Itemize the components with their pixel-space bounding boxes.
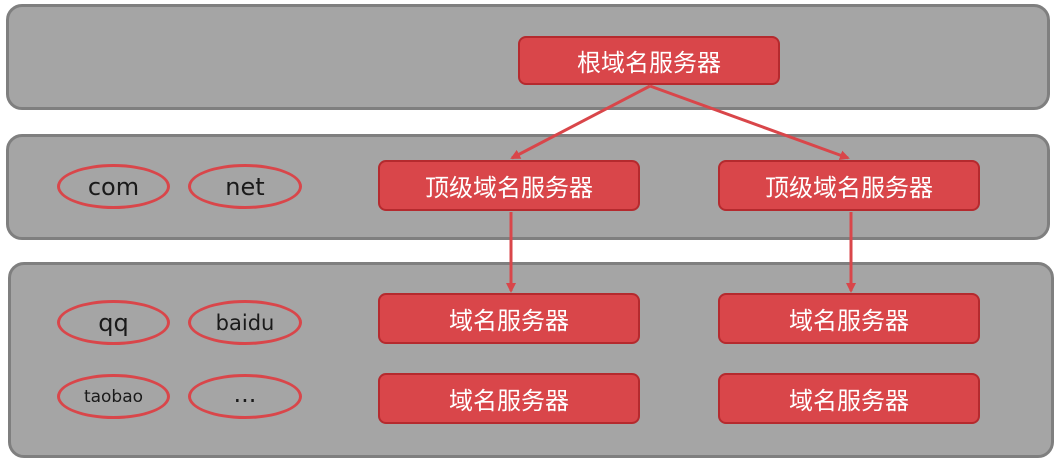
second-level-domain-layer [8,262,1054,458]
domain-label-baidu: baidu [188,300,302,345]
domain-label-qq: qq [57,300,170,345]
name-server-3: 域名服务器 [378,373,640,424]
domain-label-net: net [188,164,302,209]
name-server-1: 域名服务器 [378,293,640,344]
root-name-server: 根域名服务器 [518,36,780,85]
name-server-4: 域名服务器 [718,373,980,424]
domain-label-com: com [57,164,170,209]
top-level-name-server-left: 顶级域名服务器 [378,160,640,211]
domain-label-taobao: taobao [57,374,170,419]
top-level-name-server-right: 顶级域名服务器 [718,160,980,211]
name-server-2: 域名服务器 [718,293,980,344]
domain-label-more: ... [188,374,302,419]
